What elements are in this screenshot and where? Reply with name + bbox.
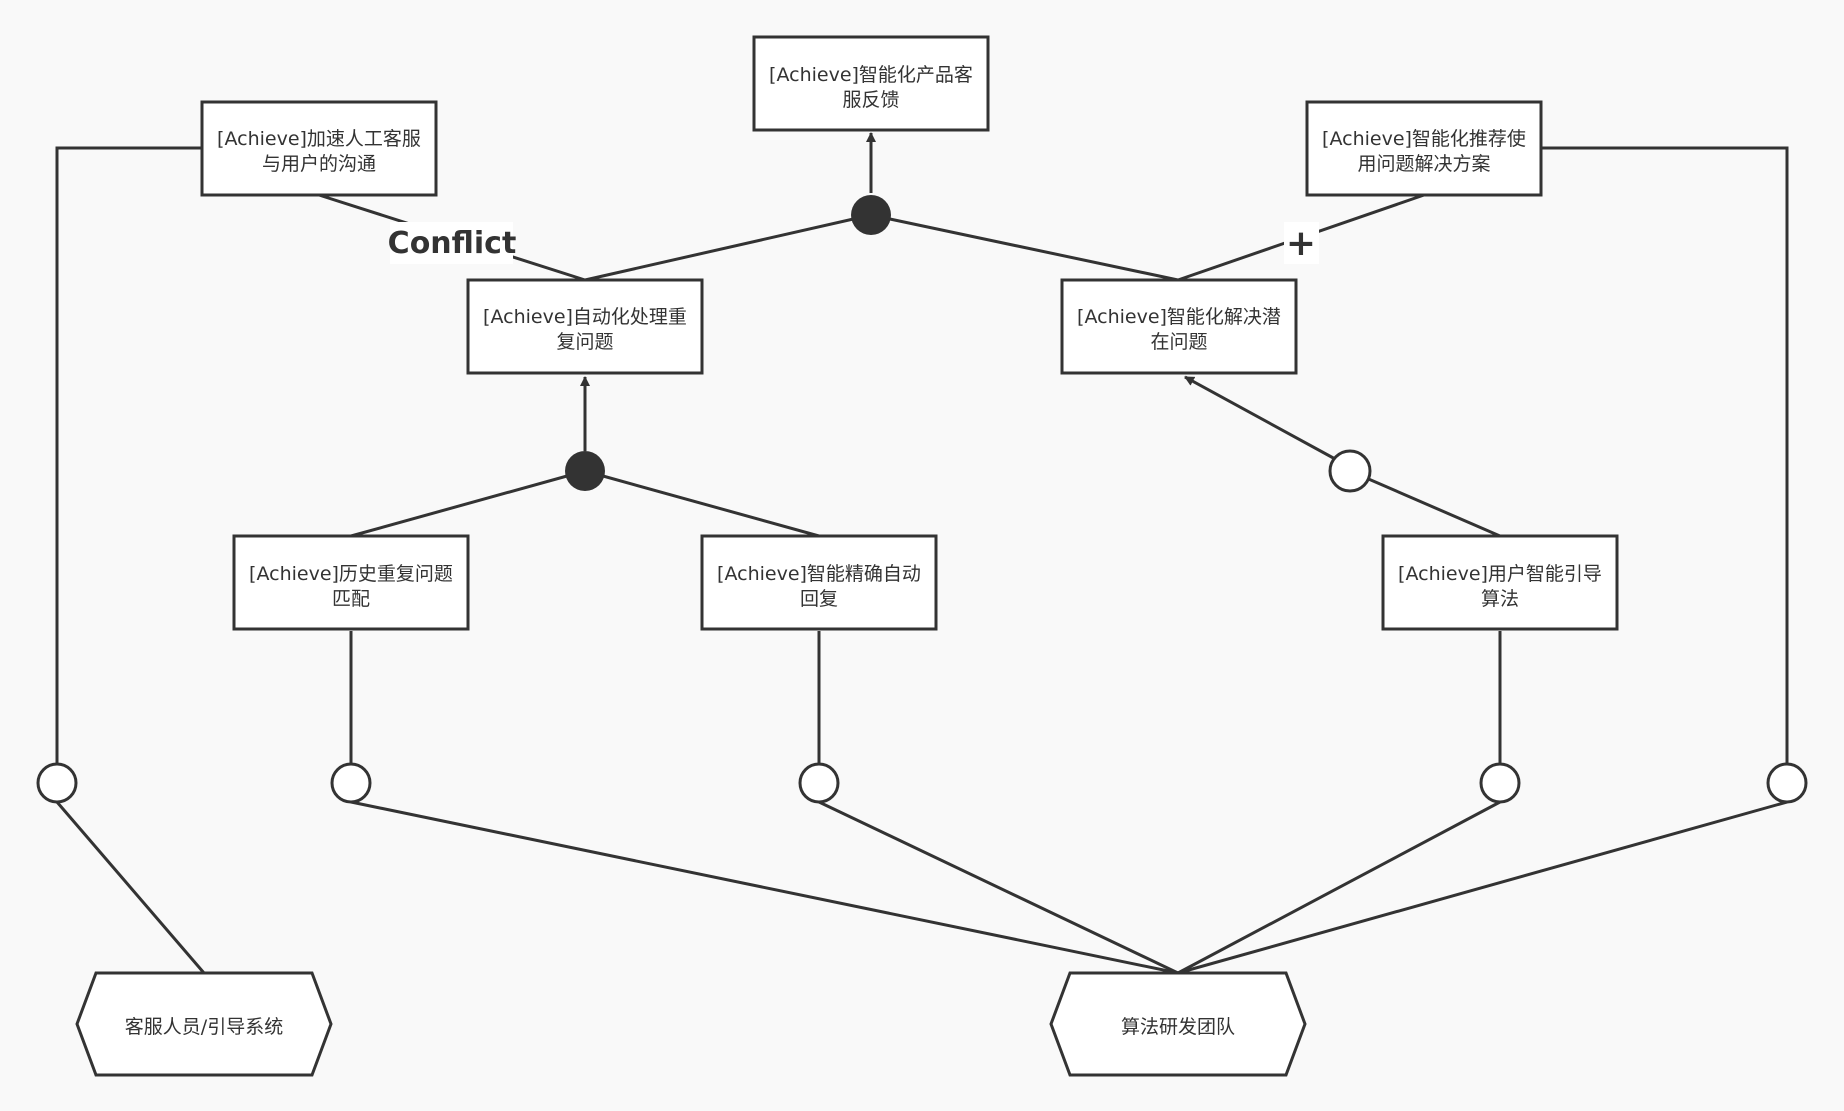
line-resp3-to-algo	[818, 800, 1179, 975]
line-resp4-to-algo	[1177, 800, 1501, 975]
connection-lines	[55, 132, 1789, 975]
goal-history-line1: [Achieve]历史重复问题	[249, 563, 453, 585]
goal-top-line1: [Achieve]智能化产品客	[769, 64, 973, 86]
line-reply-to-and	[584, 469, 820, 538]
goal-smart-solve-line2: 在问题	[1150, 331, 1207, 353]
responsibility-node-reply[interactable]	[798, 762, 840, 804]
goal-auto-reply-line1: [Achieve]智能精确自动	[717, 563, 921, 585]
line-speedup-to-resp	[55, 146, 202, 763]
line-resp-to-service	[55, 801, 206, 974]
line-history-to-and	[350, 469, 586, 538]
responsibility-node-recommend[interactable]	[1766, 762, 1808, 804]
goal-smart-solve[interactable]: [Achieve]智能化解决潜 在问题	[1060, 278, 1298, 375]
responsibility-node-history[interactable]	[330, 762, 372, 804]
responsibility-node-service[interactable]	[36, 762, 78, 804]
line-auto-to-top-and	[584, 213, 872, 282]
goal-history-line2: 匹配	[332, 588, 370, 610]
goal-smart-solve-line1: [Achieve]智能化解决潜	[1077, 306, 1281, 328]
goal-speed-up-line1: [Achieve]加速人工客服	[217, 128, 421, 150]
positive-contribution-label: +	[1284, 222, 1319, 264]
agent-service[interactable]: 客服人员/引导系统	[75, 971, 333, 1077]
goal-speed-up-line2: 与用户的沟通	[262, 153, 376, 175]
goal-guide-algorithm[interactable]: [Achieve]用户智能引导 算法	[1381, 534, 1619, 631]
or-node-smart[interactable]	[1328, 449, 1372, 493]
line-resp2-to-algo	[350, 800, 1179, 975]
goal-top[interactable]: [Achieve]智能化产品客 服反馈	[752, 35, 990, 132]
goal-speed-up[interactable]: [Achieve]加速人工客服 与用户的沟通	[200, 100, 438, 197]
goal-recommend-line2: 用问题解决方案	[1357, 153, 1490, 175]
goal-auto-handle[interactable]: [Achieve]自动化处理重 复问题	[466, 278, 704, 375]
line-smart-to-top-and	[870, 213, 1179, 282]
goal-recommend-line1: [Achieve]智能化推荐使	[1322, 128, 1526, 150]
responsibility-node-guide[interactable]	[1479, 762, 1521, 804]
goal-guide-line2: 算法	[1481, 588, 1519, 610]
goal-auto-handle-line2: 复问题	[556, 331, 613, 353]
agent-algo-team-label: 算法研发团队	[1121, 1016, 1235, 1038]
line-resp5-to-algo	[1177, 800, 1788, 975]
conflict-label: Conflict	[388, 222, 517, 264]
agent-service-label: 客服人员/引导系统	[125, 1016, 283, 1038]
goal-history-match[interactable]: [Achieve]历史重复问题 匹配	[232, 534, 470, 631]
and-node-auto[interactable]	[565, 451, 605, 491]
agent-algo-team[interactable]: 算法研发团队	[1049, 971, 1307, 1077]
goal-guide-line1: [Achieve]用户智能引导	[1398, 563, 1602, 585]
and-node-top[interactable]	[851, 195, 891, 235]
line-guide-to-or	[1349, 469, 1501, 538]
goal-top-line2: 服反馈	[842, 89, 899, 111]
goal-auto-reply-line2: 回复	[800, 588, 838, 610]
positive-label-text: +	[1286, 223, 1316, 264]
line-recommend-to-resp	[1541, 146, 1789, 763]
or-to-smart-goal-arrow	[1184, 375, 1338, 462]
goal-recommend[interactable]: [Achieve]智能化推荐使 用问题解决方案	[1305, 100, 1543, 197]
goal-auto-handle-line1: [Achieve]自动化处理重	[483, 306, 687, 328]
conflict-label-text: Conflict	[388, 226, 517, 261]
goal-auto-reply[interactable]: [Achieve]智能精确自动 回复	[700, 534, 938, 631]
